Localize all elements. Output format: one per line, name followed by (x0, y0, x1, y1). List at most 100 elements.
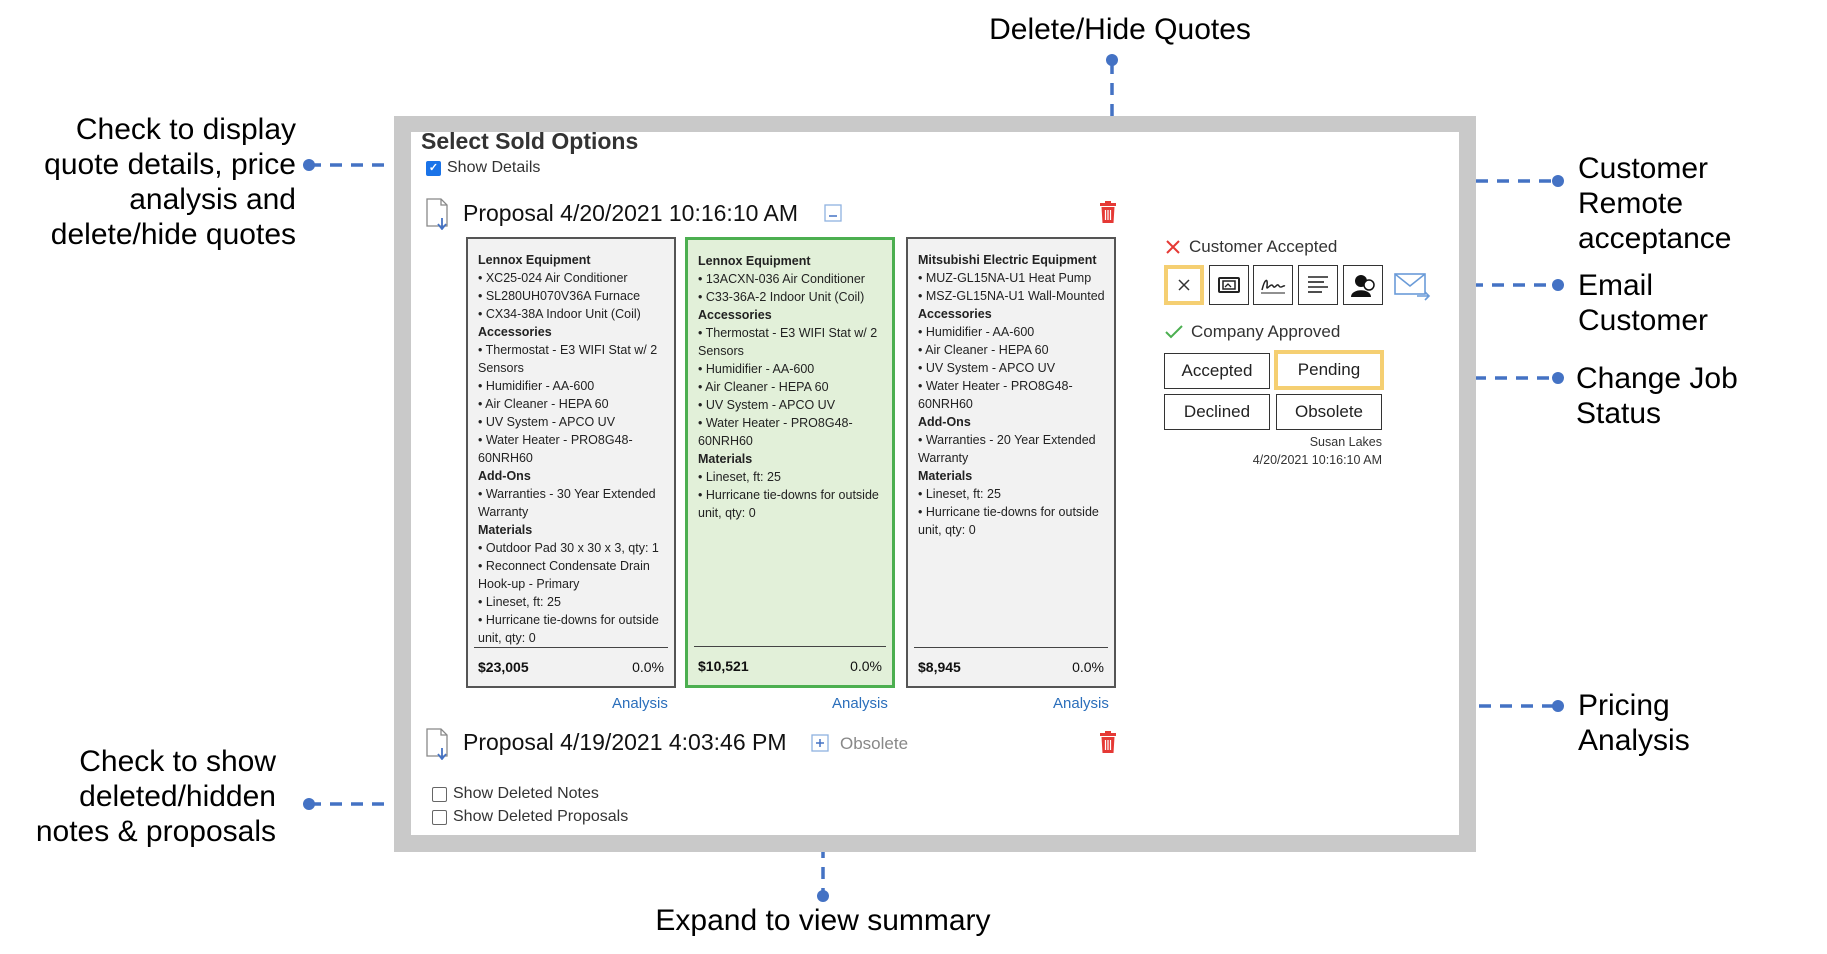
id-card-icon (1218, 277, 1240, 293)
status-user: Susan Lakes (1309, 435, 1382, 449)
option-card-1[interactable]: Lennox Equipment • XC25-024 Air Condition… (466, 237, 676, 688)
proposal-status-obsolete: Obsolete (840, 734, 909, 753)
option-line-item: • Humidifier - AA-600 (698, 362, 815, 376)
document-download-icon (426, 728, 448, 760)
option-line-item: • Hurricane tie-downs for outside unit, … (478, 613, 659, 645)
show-deleted-notes-checkbox[interactable]: Show Deleted Notes (432, 785, 599, 803)
document-download-icon (426, 198, 448, 230)
status-obsolete-button[interactable]: Obsolete (1276, 394, 1382, 430)
option-line-item: • Water Heater - PRO8G48-60NRH60 (478, 433, 633, 465)
option-line-item: • UV System - APCO UV (918, 361, 1056, 375)
close-icon (1178, 279, 1190, 291)
option-line-item: • Warranties - 30 Year Extended Warranty (478, 487, 656, 519)
option-card-footer: $10,521 0.0% (694, 646, 886, 685)
checkbox-checked-icon: ✓ (426, 160, 441, 176)
option-card-lines: Lennox Equipment • 13ACXN-036 Air Conditi… (698, 252, 884, 522)
option-percent: 0.0% (632, 659, 664, 675)
document-lines-button[interactable] (1298, 265, 1338, 305)
option-line-item: • Air Cleaner - HEPA 60 (698, 380, 829, 394)
option-line-item: • Thermostat - E3 WIFI Stat w/ 2 Sensors (478, 343, 658, 375)
option-section-heading: Materials (698, 452, 753, 466)
status-declined-button[interactable]: Declined (1164, 394, 1270, 430)
option-line-item: • Lineset, ft: 25 (698, 470, 781, 484)
option-card-lines: Mitsubishi Electric Equipment • MUZ-GL15N… (918, 251, 1106, 539)
option-line-item: • Warranties - 20 Year Extended Warranty (918, 433, 1096, 465)
trash-icon[interactable] (1099, 731, 1117, 753)
option-line-item: • Water Heater - PRO8G48-60NRH60 (918, 379, 1073, 411)
annotation-change-status: Change Job Status (1576, 362, 1738, 430)
option-section-heading: Accessories (698, 308, 772, 322)
close-icon-button[interactable] (1164, 265, 1204, 305)
analysis-link-1[interactable]: Analysis (612, 695, 668, 712)
panel-title: Select Sold Options (421, 128, 639, 154)
document-lines-icon (1308, 276, 1328, 293)
status-timestamp: 4/20/2021 10:16:10 AM (1252, 453, 1382, 467)
checkbox-unchecked-icon (432, 809, 447, 825)
expand-icon[interactable] (811, 734, 829, 752)
option-line-item: • 13ACXN-036 Air Conditioner (698, 272, 865, 286)
option-card-2[interactable]: Lennox Equipment • 13ACXN-036 Air Conditi… (685, 237, 895, 688)
proposal-title-1: Proposal 4/20/2021 10:16:10 AM (463, 200, 799, 226)
option-section-heading: Add-Ons (918, 415, 971, 429)
option-card-lines: Lennox Equipment • XC25-024 Air Condition… (478, 251, 666, 647)
option-percent: 0.0% (1072, 659, 1104, 675)
checkbox-unchecked-icon (432, 786, 447, 802)
option-line-item: • XC25-024 Air Conditioner (478, 271, 628, 285)
id-card-button[interactable] (1209, 265, 1249, 305)
annotation-customer-remote: Customer Remote acceptance (1578, 152, 1732, 255)
option-line-item: • UV System - APCO UV (478, 415, 616, 429)
option-line-item: • Humidifier - AA-600 (478, 379, 595, 393)
option-line-item: • Outdoor Pad 30 x 30 x 3, qty: 1 (478, 541, 659, 555)
option-section-heading: Mitsubishi Electric Equipment (918, 253, 1097, 267)
proposal-title-2: Proposal 4/19/2021 4:03:46 PM (463, 729, 787, 755)
option-line-item: • Water Heater - PRO8G48-60NRH60 (698, 416, 853, 448)
option-price: $8,945 (918, 659, 961, 675)
option-line-item: • Hurricane tie-downs for outside unit, … (918, 505, 1099, 537)
status-accepted-button[interactable]: Accepted (1164, 353, 1270, 389)
option-line-item: • Lineset, ft: 25 (918, 487, 1001, 501)
option-percent: 0.0% (850, 658, 882, 674)
annotation-delete-hide: Delete/Hide Quotes (989, 13, 1251, 46)
option-line-item: • UV System - APCO UV (698, 398, 836, 412)
option-line-item: • Humidifier - AA-600 (918, 325, 1035, 339)
show-deleted-proposals-checkbox[interactable]: Show Deleted Proposals (432, 808, 628, 826)
option-card-footer: $23,005 0.0% (474, 647, 668, 686)
company-approved-status: Company Approved (1165, 322, 1340, 342)
person-icon (1351, 275, 1375, 297)
option-section-heading: Accessories (478, 325, 552, 339)
option-card-footer: $8,945 0.0% (914, 647, 1108, 686)
option-line-item: • Hurricane tie-downs for outside unit, … (698, 488, 879, 520)
show-details-checkbox[interactable]: ✓ Show Details (426, 159, 540, 177)
email-send-icon[interactable] (1393, 270, 1433, 302)
status-pending-button[interactable]: Pending (1274, 350, 1384, 390)
option-line-item: • C33-36A-2 Indoor Unit (Coil) (698, 290, 865, 304)
person-button[interactable] (1343, 265, 1383, 305)
option-card-3[interactable]: Mitsubishi Electric Equipment • MUZ-GL15N… (906, 237, 1116, 688)
option-section-heading: Accessories (918, 307, 992, 321)
option-line-item: • Air Cleaner - HEPA 60 (918, 343, 1049, 357)
option-section-heading: Lennox Equipment (698, 254, 811, 268)
analysis-link-2[interactable]: Analysis (832, 695, 888, 712)
collapse-icon[interactable] (824, 204, 842, 222)
trash-icon[interactable] (1099, 201, 1117, 223)
option-section-heading: Add-Ons (478, 469, 531, 483)
option-line-item: • Reconnect Condensate Drain Hook-up - P… (478, 559, 650, 591)
annotation-check-display: Check to display quote details, price an… (44, 113, 296, 251)
green-check-icon (1165, 325, 1183, 339)
option-price: $10,521 (698, 658, 749, 674)
option-section-heading: Materials (478, 523, 533, 537)
red-x-icon (1166, 240, 1180, 254)
annotation-expand-summary: Expand to view summary (655, 904, 991, 937)
analysis-link-3[interactable]: Analysis (1053, 695, 1109, 712)
annotation-pricing-analysis: Pricing Analysis (1578, 689, 1690, 757)
option-line-item: • MSZ-GL15NA-U1 Wall-Mounted (918, 289, 1105, 303)
option-section-heading: Lennox Equipment (478, 253, 591, 267)
annotation-check-show-deleted: Check to show deleted/hidden notes & pro… (35, 745, 276, 848)
annotation-email-customer: Email Customer (1578, 269, 1709, 337)
option-line-item: • CX34-38A Indoor Unit (Coil) (478, 307, 641, 321)
option-line-item: • MUZ-GL15NA-U1 Heat Pump (918, 271, 1092, 285)
option-line-item: • Lineset, ft: 25 (478, 595, 561, 609)
signature-button[interactable] (1253, 265, 1293, 305)
customer-accepted-status: Customer Accepted (1165, 237, 1337, 257)
signature-icon (1261, 279, 1286, 294)
